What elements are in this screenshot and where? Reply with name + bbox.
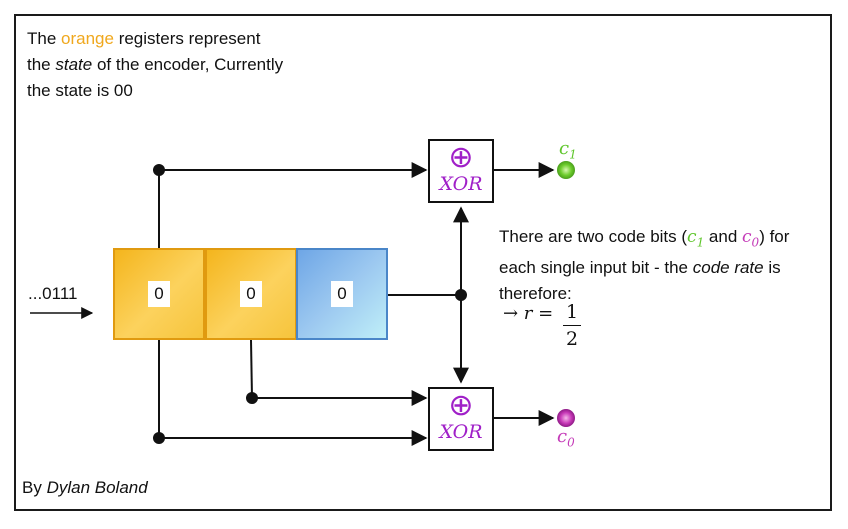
author-name: Dylan Boland — [46, 478, 148, 497]
c0-output-dot — [557, 409, 575, 427]
register-value: 0 — [331, 281, 353, 307]
fraction-numerator: 1 — [565, 301, 579, 323]
c0-subscript: 0 — [751, 235, 760, 250]
register-value: 0 — [240, 281, 262, 307]
c0-letter: c — [742, 227, 752, 247]
xor-icon: ⊕ — [448, 389, 474, 422]
c0-subscript: 0 — [567, 435, 575, 450]
junction-dot — [455, 289, 467, 301]
xor-gate-top: ⊕ XOR — [428, 139, 494, 203]
c1-output-dot — [557, 161, 575, 179]
orange-word: orange — [61, 29, 114, 48]
state-note-text: The — [27, 29, 62, 48]
input-bits-label: ...0111 — [28, 284, 78, 303]
shift-register-1: 0 — [113, 248, 205, 340]
state-note-text: registers represent — [113, 29, 261, 48]
code-rate-text: and — [704, 227, 743, 246]
c1-label: c1 — [559, 138, 577, 162]
c0-label: c0 — [557, 426, 575, 450]
c0-letter: c — [557, 426, 568, 447]
state-note: The orange registers represent the state… — [27, 26, 283, 104]
code-rate-text: is therefore: — [499, 258, 781, 304]
shift-register-3: 0 — [296, 248, 388, 340]
c1-subscript: 1 — [696, 235, 705, 250]
code-rate-note: There are two code bits (c1 and c0) for … — [499, 224, 829, 307]
rate-formula-lhs: → r = — [503, 303, 554, 324]
code-rate-text: There are two code bits ( — [499, 227, 688, 246]
rate-fraction: 1 2 — [563, 300, 581, 351]
junction-dot — [153, 432, 165, 444]
junction-dot — [153, 164, 165, 176]
xor-label: XOR — [439, 173, 483, 195]
register-value: 0 — [148, 281, 170, 307]
wire-reg2-down — [250, 339, 253, 399]
shift-register-2: 0 — [205, 248, 297, 340]
code-rate-word: code rate — [692, 258, 764, 278]
junction-dot — [246, 392, 258, 404]
state-word: state — [55, 55, 93, 74]
c1-subscript: 1 — [569, 147, 577, 162]
author-prefix: By — [22, 478, 47, 497]
xor-label: XOR — [439, 421, 483, 443]
fraction-bar — [563, 325, 581, 326]
c1-letter: c — [559, 138, 570, 159]
code-rate-text: ) for each single input bit - the — [499, 227, 790, 278]
fraction-denominator: 2 — [565, 328, 579, 350]
state-note-text: the — [27, 55, 56, 74]
xor-icon: ⊕ — [448, 141, 474, 174]
c1-letter: c — [687, 227, 697, 247]
xor-gate-bottom: ⊕ XOR — [428, 387, 494, 451]
author-credit: By Dylan Boland — [22, 478, 148, 498]
state-note-text: of the encoder, Currently — [92, 55, 284, 74]
state-note-text: the state is 00 — [27, 81, 133, 100]
